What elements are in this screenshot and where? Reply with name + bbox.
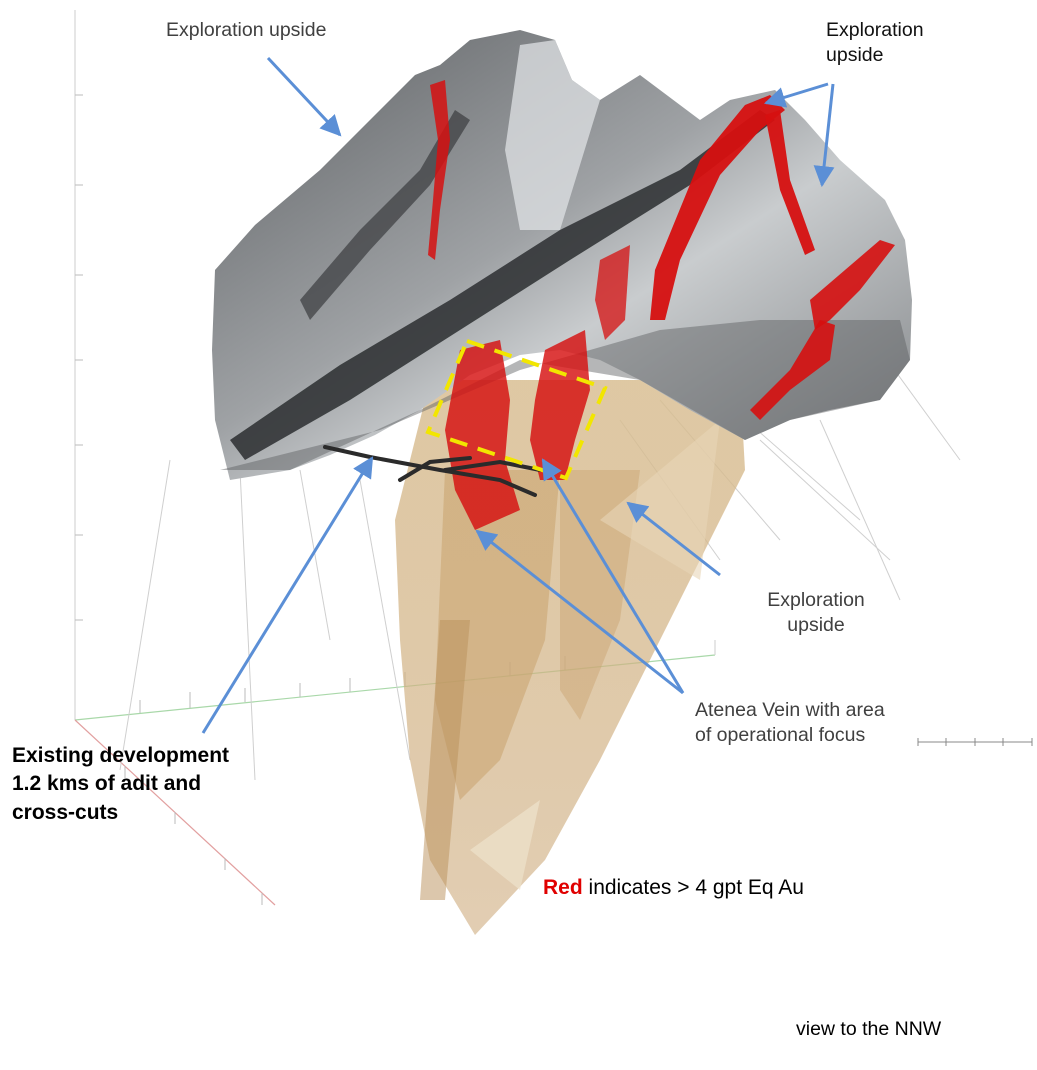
label-exploration-upside-top-left: Exploration upside	[166, 18, 326, 43]
label-line: 1.2 kms of adit and	[12, 770, 229, 798]
label-exploration-upside-mid-right: Exploration upside	[746, 588, 886, 639]
label-line: Exploration	[826, 18, 924, 43]
label-line: upside	[746, 613, 886, 638]
arrow-top-left	[268, 58, 340, 135]
label-existing-development: Existing development 1.2 kms of adit and…	[12, 742, 229, 827]
label-line: Atenea Vein with area	[695, 698, 885, 723]
label-line: Existing development	[12, 742, 229, 770]
label-line: upside	[826, 43, 924, 68]
grade-legend: Red indicates > 4 gpt Eq Au	[543, 876, 804, 900]
arrow-development	[203, 458, 372, 733]
label-line: of operational focus	[695, 723, 885, 748]
legend-red-word: Red	[543, 876, 583, 899]
label-line: cross-cuts	[12, 799, 229, 827]
label-line: Exploration	[746, 588, 886, 613]
label-atenea-vein: Atenea Vein with area of operational foc…	[695, 698, 885, 749]
scale-bar	[918, 738, 1032, 746]
view-direction-note: view to the NNW	[796, 1018, 941, 1041]
label-exploration-upside-top-right: Exploration upside	[826, 18, 924, 69]
legend-text: indicates > 4 gpt Eq Au	[583, 876, 804, 899]
